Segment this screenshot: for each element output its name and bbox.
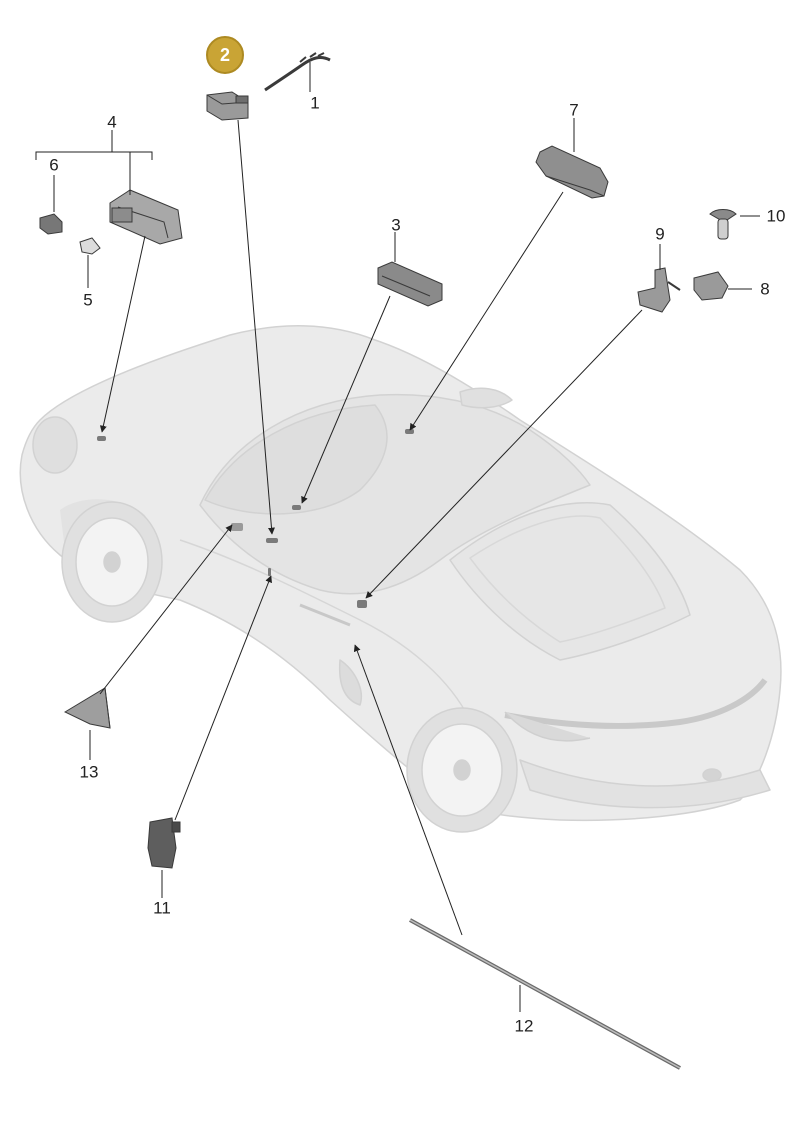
callout-12: 12 [514,1016,534,1036]
part-4-housing [109,189,183,245]
callout-13: 13 [79,762,99,782]
part-8-sensor [693,271,729,301]
callout-9: 9 [655,224,665,244]
callout-6: 6 [49,155,59,175]
callout-7: 7 [569,100,579,120]
leader-lines [35,62,760,1012]
part-5-bulb [79,237,101,255]
part-13-cover [63,687,111,729]
car-illustration [19,325,782,833]
part-9-bracket [637,267,681,313]
callout-1: 1 [310,93,320,113]
parts [39,52,737,1070]
part-2-module [206,91,249,121]
callout-3: 3 [391,215,401,235]
part-11-connector [147,817,181,869]
highlight-part-badge: 2 [206,36,244,74]
front-wheel [61,501,163,623]
part-1-harness [264,56,331,92]
callout-10: 10 [766,206,786,226]
part-7-light [535,145,609,199]
callout-5: 5 [83,290,93,310]
callout-11: 11 [153,898,171,918]
part-3-light [377,261,443,307]
callout-4: 4 [107,112,117,132]
car-markers [97,429,414,608]
callout-8: 8 [760,279,770,299]
rear-wheel [406,707,518,833]
part-10-clip [709,209,737,240]
part-6-connector [39,213,63,235]
